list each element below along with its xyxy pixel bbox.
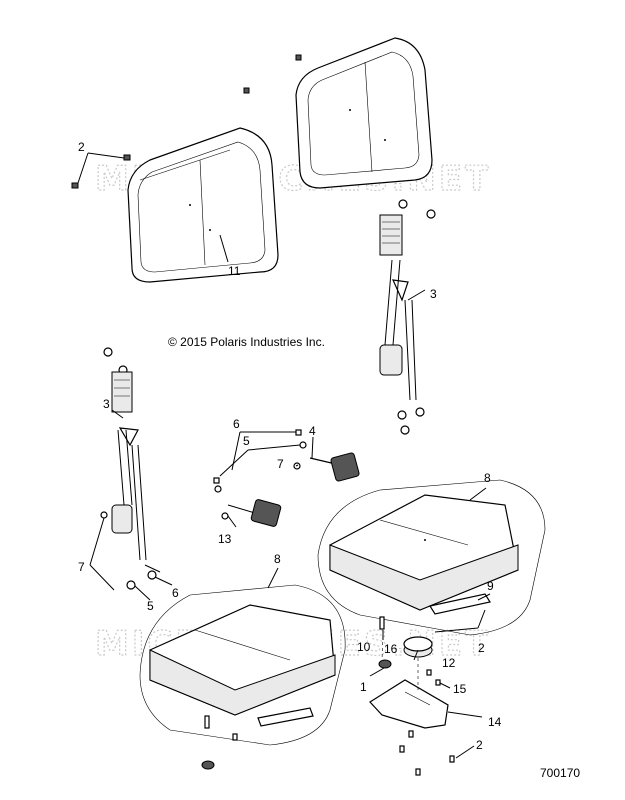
plate-14 xyxy=(369,679,449,729)
bracket-left-seat xyxy=(257,707,314,727)
callout-3-right: 3 xyxy=(430,287,437,301)
copyright-text: © 2015 Polaris Industries Inc. xyxy=(168,335,325,349)
callout-8-left: 8 xyxy=(274,552,281,566)
callout-13: 13 xyxy=(218,532,232,546)
callout-2-top: 2 xyxy=(78,140,85,154)
seat-back-left xyxy=(127,127,279,283)
seat-bottom-right xyxy=(317,479,546,636)
seat-bottom-left xyxy=(139,584,346,746)
seat-back-right xyxy=(295,37,433,189)
bolt-6-5-cluster xyxy=(213,429,307,493)
diagram-number: 700170 xyxy=(540,766,580,780)
bracket-9 xyxy=(429,593,491,615)
seat-belt-right xyxy=(379,199,436,435)
small-fasteners xyxy=(201,616,455,776)
callout-2-bottom: 2 xyxy=(476,738,483,752)
callout-6-mid: 6 xyxy=(233,417,240,431)
buckle-13 xyxy=(221,499,282,527)
callout-15: 15 xyxy=(453,682,467,696)
callout-14: 14 xyxy=(488,715,502,729)
buckle-4 xyxy=(293,452,360,482)
knob-12-16 xyxy=(403,636,433,658)
callout-5-left: 5 xyxy=(147,599,154,613)
callout-7-mid: 7 xyxy=(277,457,284,471)
callout-12: 12 xyxy=(442,656,456,670)
callout-5-mid: 5 xyxy=(243,434,250,448)
callout-2-right: 2 xyxy=(478,641,485,655)
callout-6-left: 6 xyxy=(172,586,179,600)
callout-9: 9 xyxy=(487,579,494,593)
callout-4: 4 xyxy=(309,424,316,438)
callout-3-left: 3 xyxy=(103,397,110,411)
screw-pair-left xyxy=(71,152,131,189)
callout-16: 16 xyxy=(384,642,398,656)
callout-7-left: 7 xyxy=(78,560,85,574)
seat-belt-left xyxy=(100,347,161,590)
callout-1: 1 xyxy=(360,680,367,694)
callout-10: 10 xyxy=(357,640,371,654)
callout-11: 11 xyxy=(228,264,241,278)
callout-8-right: 8 xyxy=(484,471,491,485)
